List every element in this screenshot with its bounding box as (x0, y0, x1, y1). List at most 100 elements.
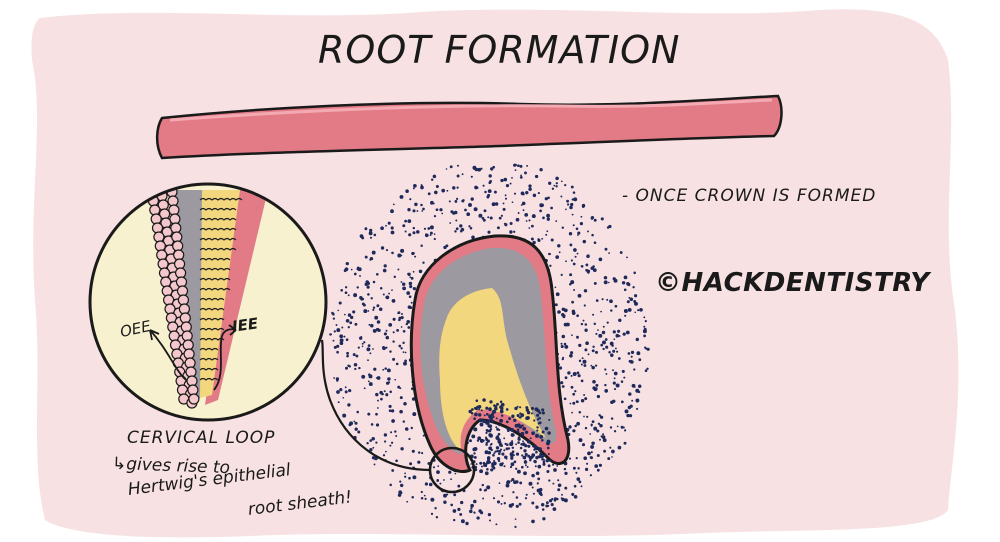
papilla-dot (487, 451, 492, 455)
follicle-dot (582, 239, 587, 244)
follicle-dot (406, 428, 409, 431)
papilla-dot (505, 420, 509, 424)
follicle-dot (531, 473, 535, 478)
papilla-dot (508, 417, 512, 421)
follicle-dot (469, 509, 473, 514)
follicle-dot (509, 182, 512, 185)
papilla-dot (538, 455, 542, 459)
follicle-dot (333, 377, 335, 379)
follicle-dot (522, 209, 525, 212)
follicle-dot (470, 503, 474, 508)
follicle-dot (397, 253, 402, 258)
follicle-dot (412, 412, 417, 417)
follicle-dot (414, 255, 417, 258)
follicle-dot (561, 385, 565, 388)
follicle-dot (476, 516, 480, 520)
follicle-dot (557, 479, 560, 482)
follicle-dot (616, 425, 619, 428)
follicle-dot (577, 293, 582, 298)
papilla-dot (537, 422, 540, 425)
follicle-dot (598, 463, 602, 467)
follicle-dot (601, 298, 604, 301)
follicle-dot (595, 388, 598, 391)
follicle-dot (339, 388, 343, 392)
follicle-dot (493, 190, 497, 194)
papilla-dot (524, 430, 529, 435)
follicle-dot (427, 227, 431, 230)
follicle-dot (515, 217, 520, 222)
follicle-dot (557, 483, 562, 488)
follicle-dot (433, 233, 436, 235)
follicle-dot (528, 219, 531, 222)
follicle-dot (355, 354, 359, 358)
papilla-dot (533, 448, 536, 451)
follicle-dot (377, 399, 379, 402)
follicle-dot (571, 492, 575, 496)
follicle-dot (501, 452, 505, 456)
follicle-dot (487, 189, 492, 194)
papilla-dot (536, 408, 540, 413)
follicle-dot (532, 240, 536, 245)
follicle-dot (391, 289, 393, 291)
follicle-dot (480, 167, 483, 170)
follicle-dot (514, 169, 517, 172)
follicle-dot (488, 174, 492, 178)
follicle-dot (372, 328, 377, 333)
follicle-dot (500, 444, 503, 447)
follicle-dot (400, 326, 403, 328)
follicle-dot (457, 484, 461, 488)
papilla-dot (478, 408, 481, 411)
follicle-dot (368, 323, 371, 326)
follicle-dot (332, 317, 336, 320)
follicle-dot (571, 309, 576, 314)
papilla-dot (538, 416, 541, 420)
follicle-dot (398, 344, 402, 348)
follicle-dot (563, 314, 566, 317)
papilla-dot (468, 409, 472, 414)
follicle-dot (637, 309, 640, 312)
follicle-dot (452, 509, 457, 513)
follicle-dot (403, 402, 407, 406)
follicle-dot (434, 507, 437, 510)
follicle-dot (584, 348, 588, 352)
follicle-dot (407, 326, 411, 329)
follicle-dot (584, 323, 588, 326)
papilla-dot (488, 433, 493, 437)
papilla-dot (479, 461, 483, 465)
papilla-dot (497, 432, 501, 436)
follicle-dot (572, 392, 576, 396)
papilla-dot (511, 450, 515, 454)
follicle-dot (390, 209, 394, 214)
follicle-dot (404, 230, 407, 233)
follicle-dot (513, 192, 517, 195)
follicle-dot (586, 415, 589, 418)
follicle-dot (597, 329, 599, 331)
follicle-dot (576, 371, 580, 375)
follicle-dot (424, 497, 427, 500)
follicle-dot (399, 480, 402, 483)
follicle-dot (352, 353, 356, 357)
stellate-wave (199, 377, 219, 381)
papilla-dot (482, 439, 485, 442)
follicle-dot (411, 449, 415, 453)
follicle-dot (576, 314, 579, 318)
papilla-dot (530, 406, 535, 410)
follicle-dot (435, 515, 439, 519)
follicle-dot (604, 389, 609, 393)
papilla-dot (536, 429, 539, 432)
follicle-dot (531, 486, 534, 489)
follicle-dot (430, 512, 434, 516)
follicle-dot (443, 479, 445, 481)
papilla-dot (496, 402, 499, 406)
follicle-dot (560, 180, 563, 183)
follicle-dot (564, 486, 568, 490)
follicle-dot (397, 268, 400, 271)
follicle-dot (382, 368, 385, 371)
follicle-dot (563, 498, 568, 503)
follicle-dot (409, 276, 412, 278)
follicle-dot (548, 479, 551, 482)
inset-border (88, 182, 328, 422)
follicle-dot (542, 517, 546, 521)
follicle-dot (560, 273, 563, 276)
papilla-dot (539, 453, 543, 457)
